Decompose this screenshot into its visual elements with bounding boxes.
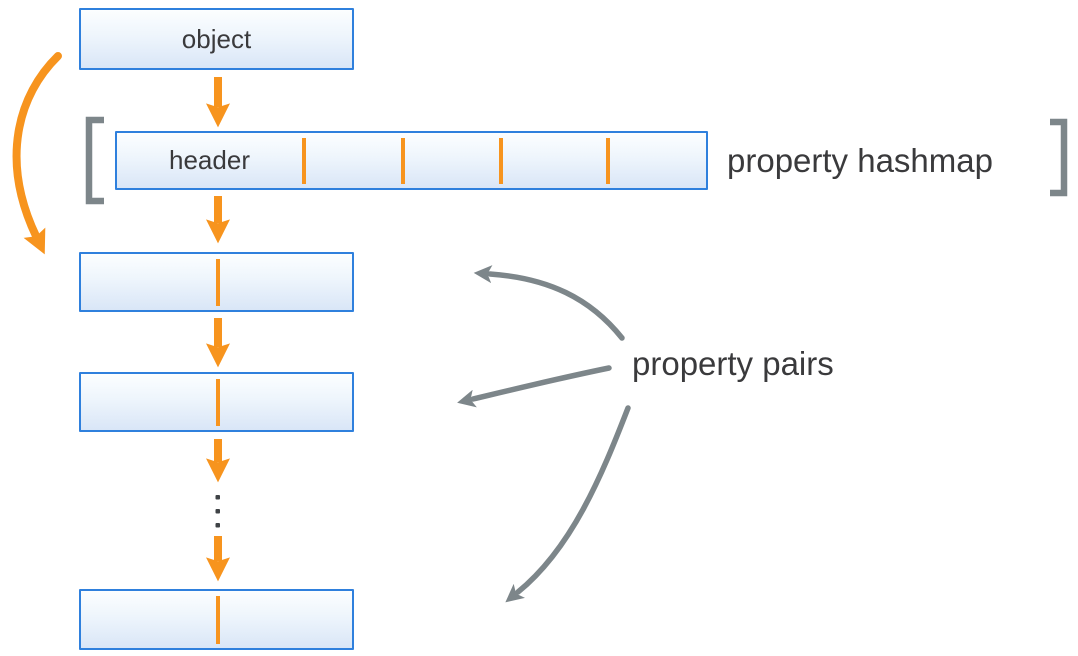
object-label: object xyxy=(181,23,252,54)
property-hashmap-box: header xyxy=(115,131,708,190)
pairs-arrow-to-pair1 xyxy=(473,265,625,341)
property-pairs-annotation: property pairs xyxy=(632,345,834,382)
pairs-arrow-to-pair2 xyxy=(457,365,612,408)
hashmap-cell-divider xyxy=(302,138,306,184)
hashmap-cell-divider xyxy=(401,138,405,184)
hashmap-cell-divider xyxy=(606,138,610,184)
hashmap-cell-divider xyxy=(499,138,503,184)
header-cell-label: header xyxy=(169,145,250,175)
object-box: object xyxy=(79,8,354,70)
pair-divider xyxy=(216,596,220,644)
pair-divider xyxy=(216,259,220,306)
property-pair-box-1 xyxy=(79,252,354,312)
pairs-arrow-to-pair3 xyxy=(505,405,631,603)
hashmap-bracket-right xyxy=(1050,118,1068,197)
vertical-ellipsis-icon xyxy=(215,495,220,528)
property-hashmap-annotation: property hashmap xyxy=(727,142,993,179)
object-to-pair-curved-arrow xyxy=(12,52,62,255)
property-pair-box-2 xyxy=(79,372,354,432)
pair-divider xyxy=(216,379,220,426)
property-pair-box-3 xyxy=(79,589,354,650)
hashmap-bracket-left xyxy=(85,116,104,205)
